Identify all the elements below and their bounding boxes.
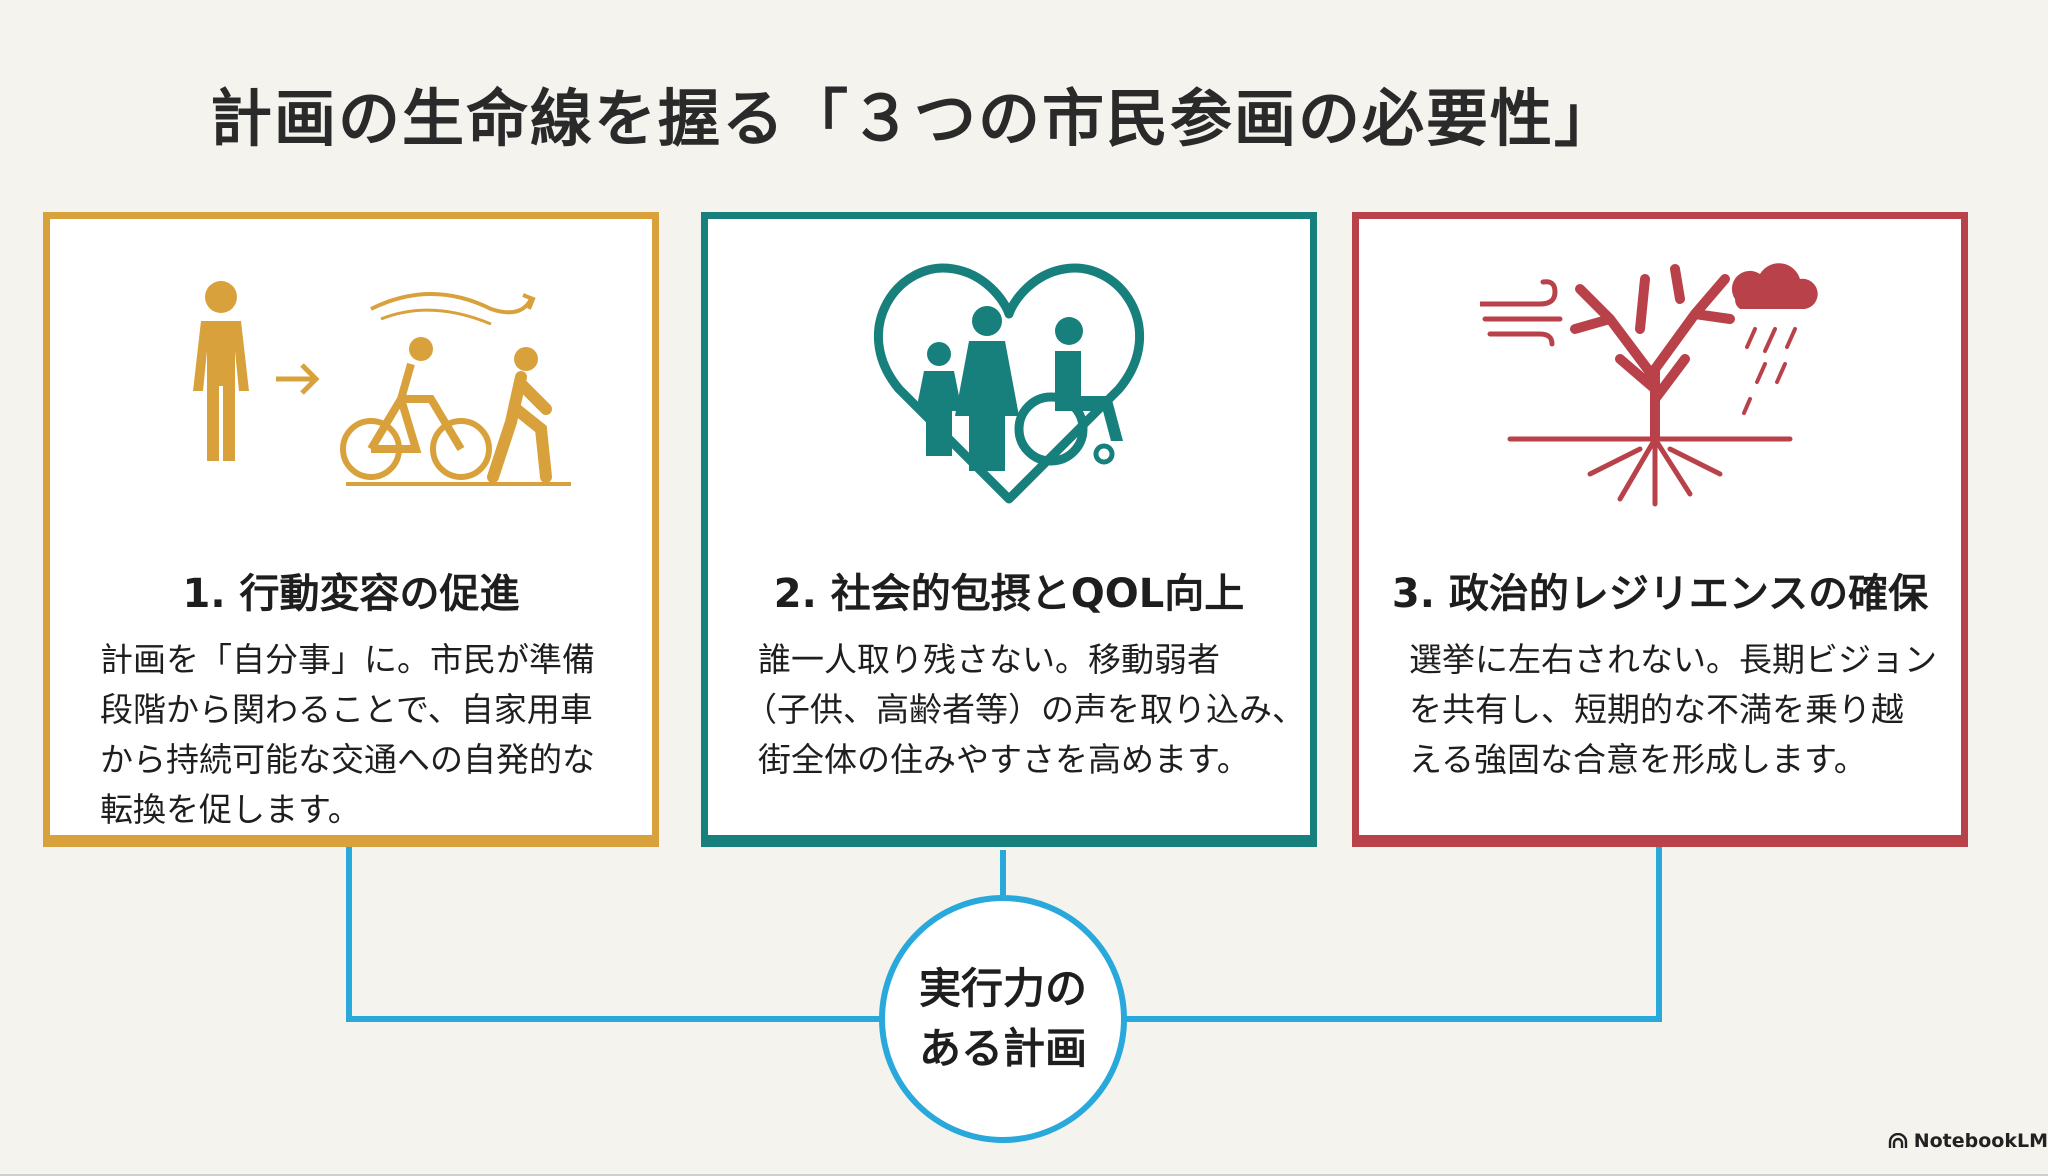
body-line: 街全体の住みやすさを高めます。 bbox=[758, 740, 1250, 779]
card-heading: 2. 社会的包摂とQOL向上 bbox=[773, 571, 1245, 617]
card-behavior-change: 1. 行動変容の促進 計画を「自分事」に。市民が準備 段階から関わることで、自家… bbox=[43, 212, 659, 847]
card-body: 誰一人取り残さない。移動弱者 （子供、高齢者等）の声を取り込み、 街全体の住みや… bbox=[744, 635, 1305, 785]
body-line: 転換を促します。 bbox=[100, 790, 361, 829]
card-political-resilience: 3. 政治的レジリエンスの確保 選挙に左右されない。長期ビジョン を共有し、短期… bbox=[1352, 212, 1968, 847]
person-to-bicycle-walk-icon bbox=[50, 259, 652, 499]
card-body: 選挙に左右されない。長期ビジョン を共有し、短期的な不満を乗り越 える強固な合意… bbox=[1409, 635, 1937, 785]
notebooklm-watermark: NotebookLM bbox=[1888, 1130, 2048, 1152]
hub-circle-effective-plan: 実行力の ある計画 bbox=[879, 895, 1127, 1143]
body-line: える強固な合意を形成します。 bbox=[1409, 740, 1867, 779]
brand-label: NotebookLM bbox=[1913, 1130, 2048, 1152]
heart-family-wheelchair-icon bbox=[708, 259, 1310, 504]
card-social-inclusion: 2. 社会的包摂とQOL向上 誰一人取り残さない。移動弱者 （子供、高齢者等）の… bbox=[701, 212, 1317, 847]
body-line: 選挙に左右されない。長期ビジョン bbox=[1409, 640, 1937, 679]
body-line: 段階から関わることで、自家用車 bbox=[100, 690, 593, 729]
card-body: 計画を「自分事」に。市民が準備 段階から関わることで、自家用車 から持続可能な交… bbox=[100, 635, 622, 835]
hub-line-2: ある計画 bbox=[918, 1024, 1087, 1073]
body-line: を共有し、短期的な不満を乗り越 bbox=[1409, 690, 1904, 729]
hub-line-1: 実行力の bbox=[918, 964, 1087, 1013]
card-heading: 3. 政治的レジリエンスの確保 bbox=[1391, 571, 1929, 617]
notebooklm-logo-icon bbox=[1888, 1133, 1907, 1148]
body-line: 計画を「自分事」に。市民が準備 bbox=[100, 640, 595, 679]
body-line: から持続可能な交通への自発的な bbox=[100, 740, 595, 779]
page-title: 計画の生命線を握る「３つの市民参画の必要性」 bbox=[210, 82, 1619, 155]
card-heading: 1. 行動変容の促進 bbox=[182, 571, 520, 617]
tree-storm-icon bbox=[1359, 259, 1961, 507]
body-line: （子供、高齢者等）の声を取り込み、 bbox=[744, 690, 1305, 729]
bottom-divider bbox=[0, 1174, 2048, 1176]
body-line: 誰一人取り残さない。移動弱者 bbox=[758, 640, 1220, 679]
